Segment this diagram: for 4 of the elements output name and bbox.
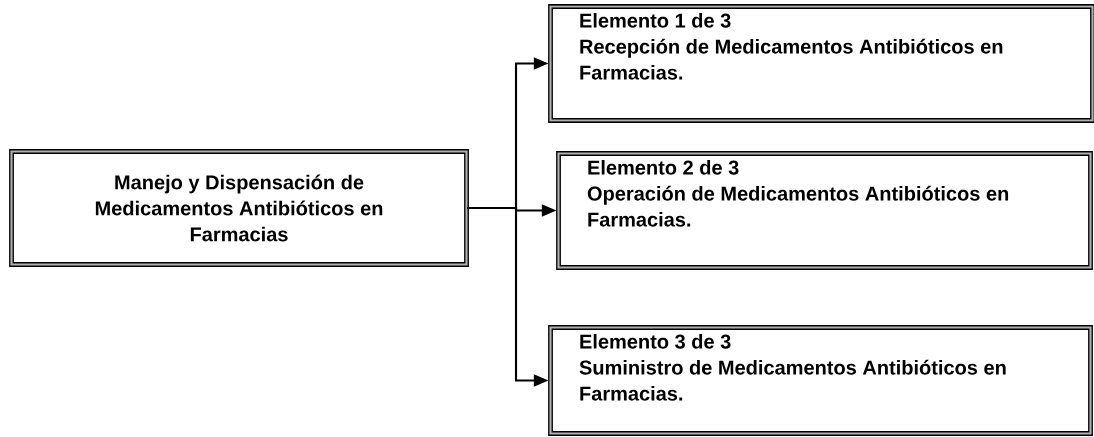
process-box: Elemento 2 de 3 Operación de Medicamentos Antibióticos en Farmacias.: [556, 151, 1093, 270]
process-box: Elemento 3 de 3 Suministro de Medicamentos Antibióticos en Farmacias.: [548, 325, 1093, 436]
process-box: Elemento 1 de 3 Recepción de Medicamentos Antibióticos en Farmacias.: [548, 4, 1094, 123]
process-box: Manejo y Dispensación de Medicamentos Antibióticos en Farmacias: [9, 149, 469, 267]
